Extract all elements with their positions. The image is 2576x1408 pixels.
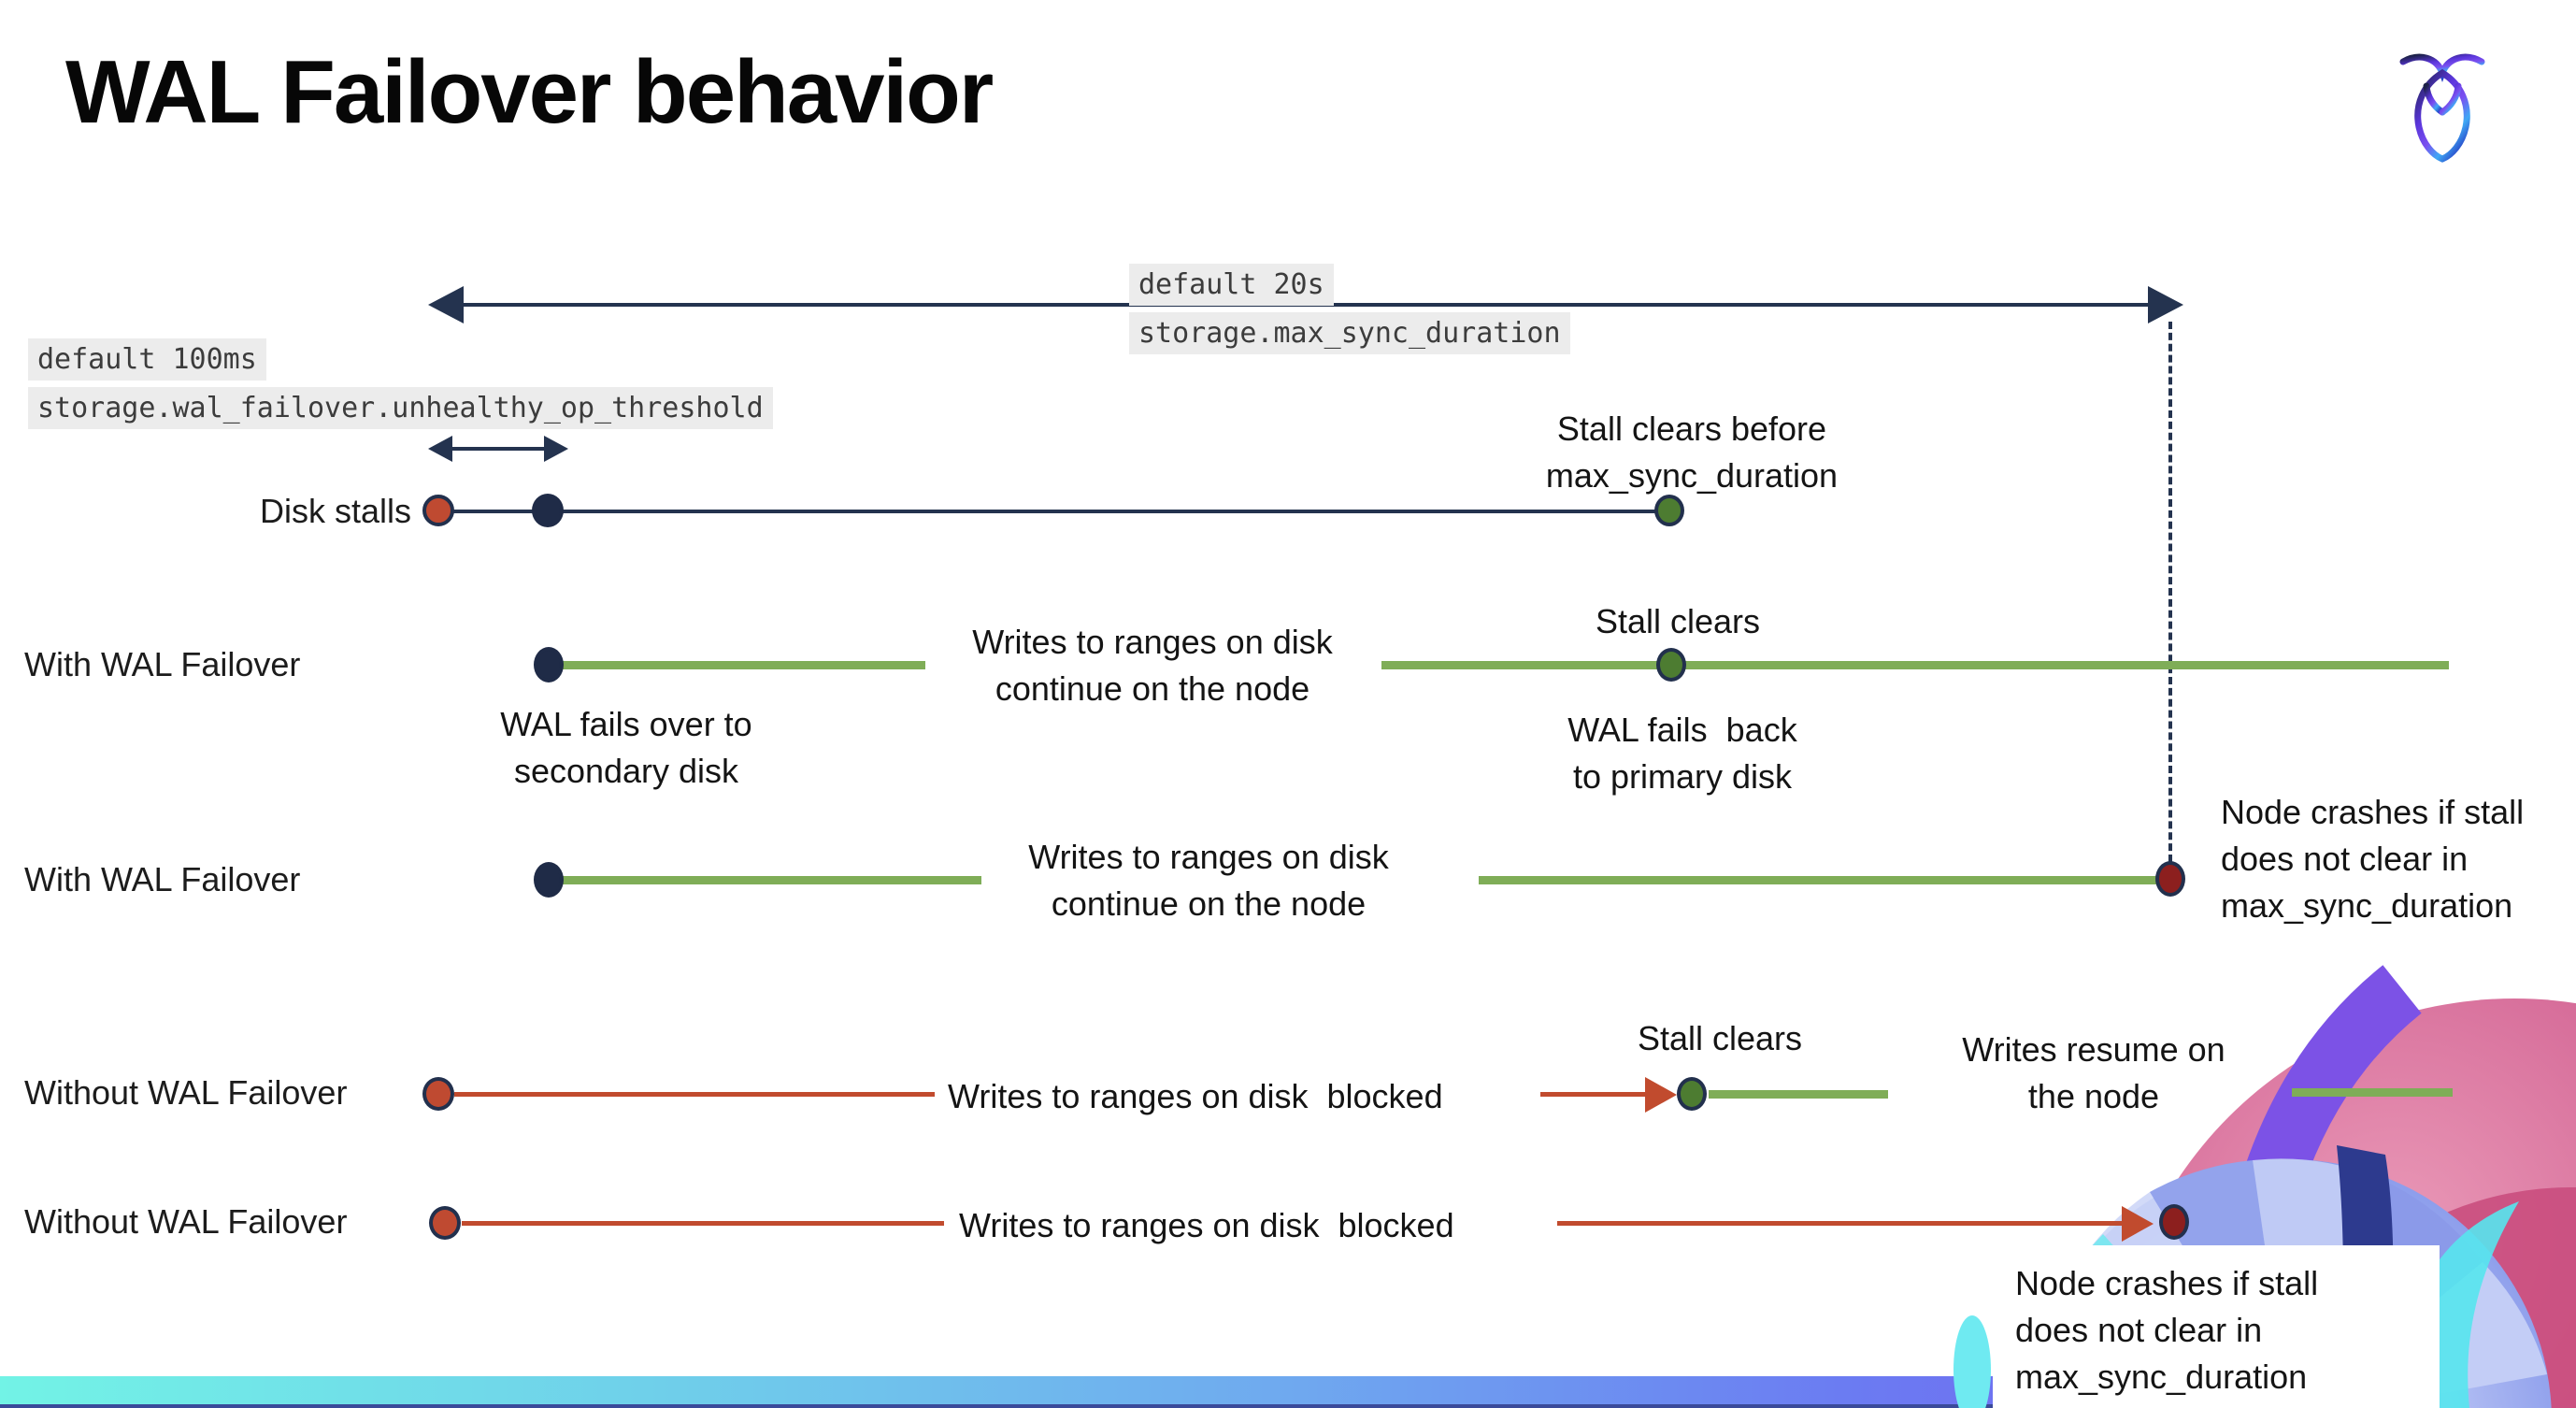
- failover-dot-row2: [534, 647, 564, 682]
- threshold-default-label: default 100ms: [28, 338, 266, 381]
- red-arrowhead-row4-icon: [1645, 1077, 1677, 1113]
- row2-green-segment-a: [561, 661, 925, 669]
- failover-dot-row3: [534, 862, 564, 898]
- page-title: WAL Failover behavior: [65, 42, 994, 142]
- row-label-without-wal-failover-1: Without WAL Failover: [24, 1073, 348, 1112]
- wal-fails-over-annotation: WAL fails over to secondary disk: [500, 705, 752, 790]
- row3-green-segment-b: [1479, 876, 2167, 884]
- row-label-without-wal-failover-2: Without WAL Failover: [24, 1202, 348, 1241]
- bottom-edge-line: [0, 1404, 2576, 1408]
- stall-start-dot-row4: [422, 1077, 454, 1111]
- max-sync-default-label: default 20s: [1129, 264, 1334, 306]
- row5-red-segment-a: [462, 1221, 944, 1226]
- stall-clears-dot-row1: [1654, 495, 1684, 526]
- row-label-with-wal-failover-2: With WAL Failover: [24, 860, 301, 898]
- stall-start-dot: [422, 495, 454, 526]
- writes-continue-annotation-1: Writes to ranges on disk continue on the…: [972, 623, 1333, 708]
- writes-continue-annotation-2: Writes to ranges on disk continue on the…: [1028, 838, 1389, 923]
- row2-green-segment-b: [1381, 661, 2449, 669]
- stall-clears-before-annotation: Stall clears before max_sync_duration: [1545, 409, 1839, 495]
- disk-stall-timeline: [439, 510, 1673, 513]
- row4-green-segment-b: [2292, 1088, 2453, 1097]
- threshold-arrowhead-left-icon: [428, 436, 452, 462]
- arrowhead-right-icon: [2148, 286, 2183, 323]
- row-label-with-wal-failover-1: With WAL Failover: [24, 645, 301, 683]
- writes-resume-annotation: Writes resume on the node: [1962, 1030, 2225, 1115]
- stall-clears-annotation-1: Stall clears: [1595, 602, 1761, 640]
- max-sync-dashed-line: [2168, 322, 2172, 862]
- node-crashes-annotation-1: Node crashes if stall does not clear in …: [2221, 793, 2525, 925]
- threshold-setting-label: storage.wal_failover.unhealthy_op_thresh…: [28, 387, 773, 429]
- threshold-arrow-line: [449, 447, 546, 451]
- cockroachdb-logo-icon: [2399, 53, 2485, 163]
- node-crashes-annotation-2: Node crashes if stall does not clear in …: [2015, 1264, 2319, 1396]
- arrowhead-left-icon: [428, 286, 464, 323]
- threshold-arrowhead-right-icon: [544, 436, 568, 462]
- row4-red-segment-a: [454, 1092, 935, 1097]
- node-crashes-callout-box: Node crashes if stall does not clear in …: [1993, 1245, 2440, 1408]
- writes-blocked-annotation-2: Writes to ranges on disk blocked: [959, 1206, 1454, 1244]
- max-sync-setting-label: storage.max_sync_duration: [1129, 312, 1570, 354]
- row4-green-segment-a: [1709, 1090, 1888, 1099]
- writes-blocked-annotation-1: Writes to ranges on disk blocked: [948, 1077, 1443, 1115]
- node-crash-dot-row5: [2159, 1204, 2189, 1240]
- stall-clears-dot-row2: [1656, 648, 1686, 682]
- row-label-disk-stalls: Disk stalls: [259, 492, 411, 530]
- row5-red-segment-b: [1557, 1221, 2125, 1226]
- row4-red-segment-b: [1540, 1092, 1649, 1097]
- stall-clears-annotation-2: Stall clears: [1637, 1019, 1803, 1057]
- row3-green-segment-a: [561, 876, 981, 884]
- stall-clears-dot-row4: [1677, 1077, 1707, 1111]
- node-crash-dot-row3: [2155, 861, 2185, 897]
- wal-fails-back-annotation: WAL fails back to primary disk: [1567, 711, 1797, 796]
- threshold-reached-dot: [532, 494, 564, 527]
- stall-start-dot-row5: [429, 1206, 461, 1240]
- red-arrowhead-row5-icon: [2122, 1206, 2154, 1242]
